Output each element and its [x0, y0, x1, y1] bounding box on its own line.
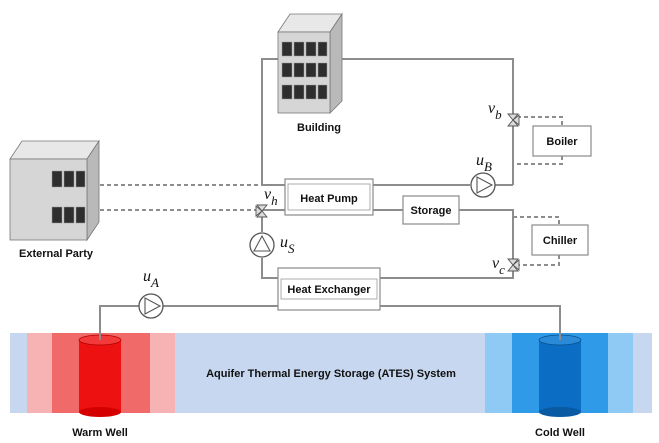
cold-well-label: Cold Well: [535, 427, 585, 439]
boiler-return-pipe: [513, 156, 563, 165]
us-to-hx-pipe: [261, 258, 278, 279]
warm-well: [78, 334, 122, 417]
building-label: Building: [297, 122, 341, 134]
valve-vc-icon: [507, 258, 520, 272]
pump-us-icon: [249, 232, 275, 258]
storage-box: Storage: [402, 195, 460, 225]
chiller-return-pipe: [517, 255, 560, 266]
pipes-dashed: [100, 116, 563, 266]
ates-label: Aquifer Thermal Energy Storage (ATES) Sy…: [206, 368, 456, 380]
hx-to-vc-pipe: [380, 270, 514, 279]
heat-exchanger-label: Heat Exchanger: [287, 284, 371, 296]
building-supply-pipe: [261, 58, 514, 137]
cold-well-body: [539, 340, 581, 412]
vh-symbol: vh: [264, 186, 278, 208]
ub-symbol: uB: [476, 152, 492, 174]
storage-label: Storage: [411, 205, 452, 217]
heat-pump-box: Heat Pump: [284, 178, 374, 216]
cold-well-bottom: [539, 407, 581, 417]
vc-symbol: vc: [492, 255, 505, 277]
building-icon: [277, 12, 343, 114]
cold-well: [538, 334, 582, 417]
chiller-box: Chiller: [531, 224, 589, 256]
heat-pump-label: Heat Pump: [300, 193, 358, 205]
boiler-supply-pipe: [517, 116, 563, 126]
ua-symbol: uA: [143, 268, 159, 290]
warm-well-body: [79, 340, 121, 412]
boiler-label: Boiler: [546, 136, 578, 148]
boiler-box: Boiler: [532, 125, 592, 157]
us-symbol: uS: [280, 234, 295, 256]
pump-ub-icon: [470, 172, 496, 198]
pump-ua-icon: [138, 293, 164, 319]
vb-symbol: vb: [488, 100, 502, 122]
warm-well-bottom: [79, 407, 121, 417]
heat-exchanger-box: Heat Exchanger: [277, 267, 381, 311]
storage-to-vc-pipe: [459, 209, 514, 260]
chiller-label: Chiller: [543, 235, 578, 247]
valve-vb-icon: [507, 113, 520, 127]
external-party-label: External Party: [19, 248, 94, 260]
external-party-icon: [9, 139, 100, 242]
building-return-pipe: [261, 137, 470, 186]
warm-well-label: Warm Well: [72, 427, 128, 439]
valve-vh-icon: [255, 204, 268, 218]
chiller-supply-pipe: [513, 216, 560, 225]
